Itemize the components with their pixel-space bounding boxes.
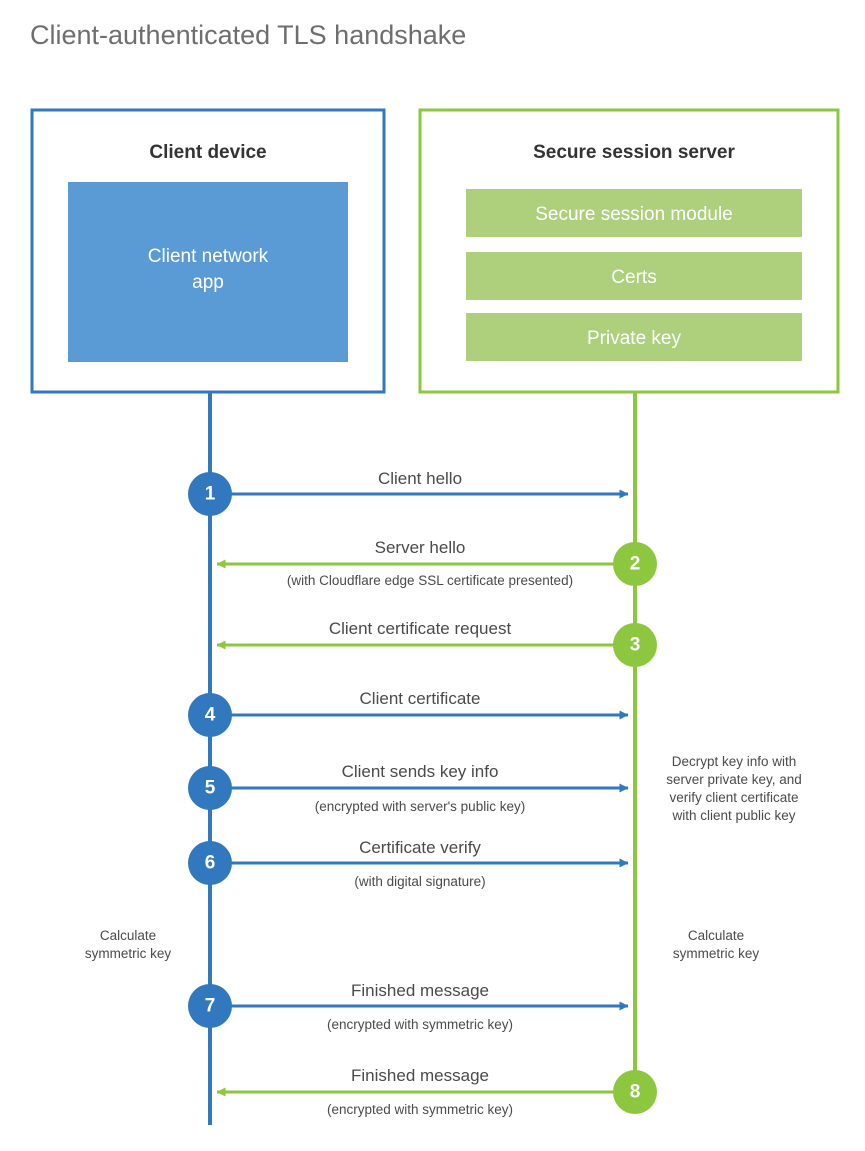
step-5: Client sends key info (encrypted with se… <box>188 762 629 814</box>
step-5-label: Client sends key info <box>342 762 499 781</box>
client-network-app-label-line1: Client network <box>148 246 269 267</box>
server-process-note-line-4: with client public key <box>671 808 795 823</box>
step-2-sublabel: (with Cloudflare edge SSL certificate pr… <box>287 573 573 588</box>
client-device-title: Client device <box>149 142 266 163</box>
step-7-number: 7 <box>205 996 216 1017</box>
client-symmetric-note-line-1: Calculate <box>100 928 156 943</box>
step-8-label: Finished message <box>351 1066 489 1085</box>
step-6-number: 6 <box>205 853 216 874</box>
step-8-sublabel: (encrypted with symmetric key) <box>327 1102 513 1117</box>
step-1-number: 1 <box>205 484 216 505</box>
step-3: Client certificate request 3 <box>216 619 657 667</box>
step-2: Server hello (with Cloudflare edge SSL c… <box>216 538 657 588</box>
secure-session-module-box <box>466 189 802 237</box>
step-2-marker <box>613 542 657 586</box>
server-calculate-symmetric-key-note: Calculate symmetric key <box>673 928 760 961</box>
step-6: Certificate verify (with digital signatu… <box>188 838 629 889</box>
step-6-label: Certificate verify <box>359 838 481 857</box>
step-5-number: 5 <box>205 778 216 799</box>
step-4-marker <box>188 693 232 737</box>
step-6-marker <box>188 841 232 885</box>
private-key-label: Private key <box>587 328 681 349</box>
server-process-note-line-1: Decrypt key info with <box>672 754 797 769</box>
step-3-marker <box>613 623 657 667</box>
step-4-label: Client certificate <box>360 689 481 708</box>
step-1-label: Client hello <box>378 469 462 488</box>
server-title: Secure session server <box>533 142 735 163</box>
page-title: Client-authenticated TLS handshake <box>30 20 466 50</box>
step-1: Client hello 1 <box>188 469 629 516</box>
step-7-marker <box>188 984 232 1028</box>
secure-session-module-label: Secure session module <box>535 204 733 225</box>
step-7: Finished message (encrypted with symmetr… <box>188 981 629 1032</box>
step-1-marker <box>188 472 232 516</box>
certs-box <box>466 252 802 300</box>
private-key-box <box>466 313 802 361</box>
certs-label: Certs <box>611 267 656 288</box>
step-2-number: 2 <box>630 554 641 575</box>
server-process-note: Decrypt key info with server private key… <box>666 754 802 823</box>
step-3-number: 3 <box>630 635 641 656</box>
step-4-number: 4 <box>205 705 216 726</box>
server-process-note-line-3: verify client certificate <box>669 790 798 805</box>
step-8-marker <box>613 1070 657 1114</box>
step-5-sublabel: (encrypted with server's public key) <box>315 799 525 814</box>
client-symmetric-note-line-2: symmetric key <box>85 946 172 961</box>
step-6-sublabel: (with digital signature) <box>354 874 485 889</box>
step-3-label: Client certificate request <box>329 619 512 638</box>
server-process-note-line-2: server private key, and <box>666 772 802 787</box>
server-symmetric-note-line-1: Calculate <box>688 928 744 943</box>
client-calculate-symmetric-key-note: Calculate symmetric key <box>85 928 172 961</box>
step-2-label: Server hello <box>375 538 466 557</box>
secure-session-server-box: Secure session server Secure session mod… <box>418 108 840 394</box>
step-8: Finished message (encrypted with symmetr… <box>216 1066 657 1117</box>
step-5-marker <box>188 766 232 810</box>
step-4: Client certificate 4 <box>188 689 629 737</box>
client-network-app-box <box>68 182 348 362</box>
step-7-label: Finished message <box>351 981 489 1000</box>
step-8-number: 8 <box>630 1082 641 1103</box>
client-device-box: Client device Client network app <box>30 108 386 394</box>
client-network-app-label-line2: app <box>192 272 224 293</box>
step-7-sublabel: (encrypted with symmetric key) <box>327 1017 513 1032</box>
server-symmetric-note-line-2: symmetric key <box>673 946 760 961</box>
